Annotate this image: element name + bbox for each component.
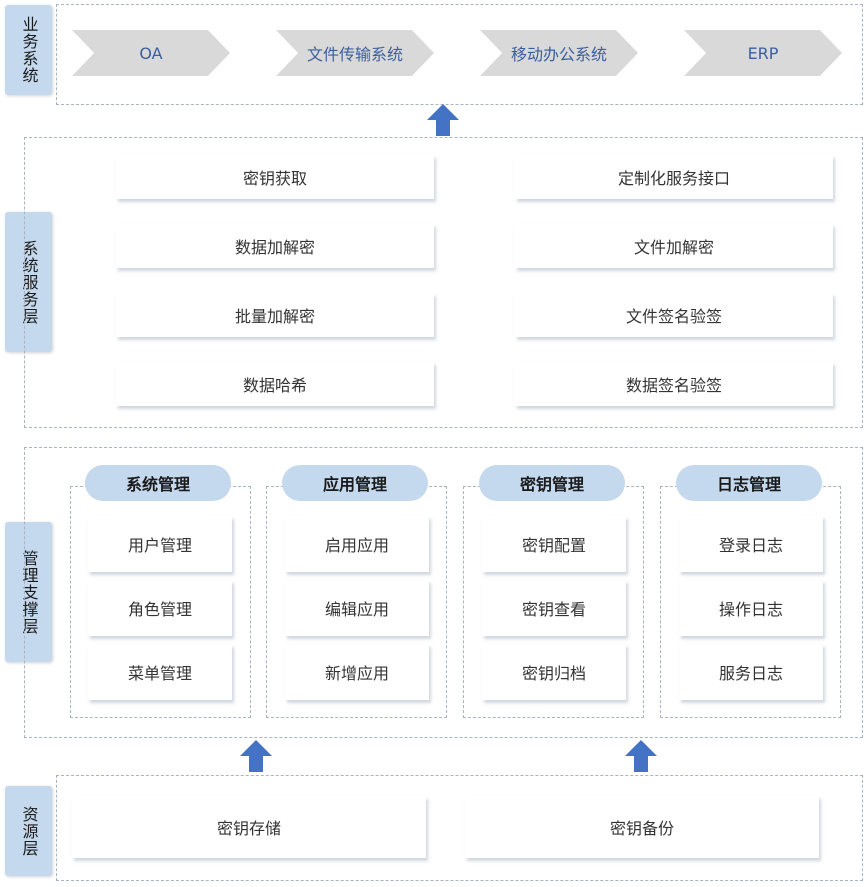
service-custom-interface: 定制化服务接口 xyxy=(515,155,833,199)
business-system-label: OA xyxy=(139,43,163,63)
resource-label: 密钥备份 xyxy=(609,819,674,838)
service-item-label: 定制化服务接口 xyxy=(617,169,730,188)
mgmt-app-enable: 启用应用 xyxy=(285,516,429,572)
business-system-label: 文件传输系统 xyxy=(306,45,403,64)
mgmt-item-label: 服务日志 xyxy=(718,664,783,683)
mgmt-log-service: 服务日志 xyxy=(679,644,823,700)
up-arrow-icon xyxy=(240,740,272,772)
group-title-application: 应用管理 xyxy=(282,465,428,501)
business-system-oa: OA xyxy=(72,30,230,76)
group-title-label: 密钥管理 xyxy=(519,475,584,494)
mgmt-item-label: 登录日志 xyxy=(718,536,783,555)
group-title-label: 应用管理 xyxy=(322,475,387,494)
mgmt-key-config: 密钥配置 xyxy=(482,516,626,572)
service-batch-encrypt: 批量加解密 xyxy=(116,293,434,337)
mgmt-role: 角色管理 xyxy=(88,580,232,636)
business-system-mobile-office: 移动办公系统 xyxy=(480,30,638,76)
service-file-encrypt: 文件加解密 xyxy=(515,224,833,268)
mgmt-item-label: 编辑应用 xyxy=(324,600,389,619)
group-title-system: 系统管理 xyxy=(85,465,231,501)
resource-label: 密钥存储 xyxy=(216,819,281,838)
mgmt-app-edit: 编辑应用 xyxy=(285,580,429,636)
service-item-label: 数据哈希 xyxy=(242,376,307,395)
service-data-hash: 数据哈希 xyxy=(116,362,434,406)
mgmt-item-label: 密钥查看 xyxy=(521,600,586,619)
service-file-signature: 文件签名验签 xyxy=(515,293,833,337)
layer-label-management: 管理支撑层 xyxy=(5,522,52,662)
mgmt-item-label: 密钥配置 xyxy=(521,536,586,555)
mgmt-item-label: 操作日志 xyxy=(718,600,783,619)
layer-label-resource-text: 资源层 xyxy=(19,805,39,857)
up-arrow-icon xyxy=(427,104,459,136)
mgmt-key-archive: 密钥归档 xyxy=(482,644,626,700)
business-layer-box xyxy=(56,4,863,105)
service-item-label: 文件签名验签 xyxy=(625,307,722,326)
service-data-signature: 数据签名验签 xyxy=(515,362,833,406)
service-item-label: 批量加解密 xyxy=(234,307,315,326)
resource-key-storage: 密钥存储 xyxy=(72,796,426,858)
mgmt-key-view: 密钥查看 xyxy=(482,580,626,636)
service-item-label: 数据签名验签 xyxy=(625,376,722,395)
service-layer-box xyxy=(24,137,863,428)
resource-layer-box xyxy=(56,775,863,881)
service-item-label: 数据加解密 xyxy=(234,238,315,257)
service-item-label: 密钥获取 xyxy=(242,169,307,188)
up-arrow-icon xyxy=(625,740,657,772)
business-system-label: 移动办公系统 xyxy=(510,45,607,64)
service-key-acquire: 密钥获取 xyxy=(116,155,434,199)
mgmt-item-label: 新增应用 xyxy=(324,664,389,683)
group-title-key: 密钥管理 xyxy=(479,465,625,501)
mgmt-item-label: 用户管理 xyxy=(127,536,192,555)
mgmt-log-login: 登录日志 xyxy=(679,516,823,572)
mgmt-user: 用户管理 xyxy=(88,516,232,572)
layer-label-resource: 资源层 xyxy=(5,786,52,876)
service-item-label: 文件加解密 xyxy=(633,238,714,257)
business-system-label: ERP xyxy=(747,43,779,63)
group-title-label: 系统管理 xyxy=(125,475,190,494)
management-layer-box xyxy=(24,447,863,738)
mgmt-item-label: 启用应用 xyxy=(324,536,389,555)
group-title-log: 日志管理 xyxy=(676,465,822,501)
group-title-label: 日志管理 xyxy=(716,475,781,494)
service-data-encrypt: 数据加解密 xyxy=(116,224,434,268)
layer-label-business-text: 业务系统 xyxy=(19,16,39,84)
mgmt-item-label: 密钥归档 xyxy=(521,664,586,683)
mgmt-app-add: 新增应用 xyxy=(285,644,429,700)
layer-label-business: 业务系统 xyxy=(5,5,52,95)
resource-key-backup: 密钥备份 xyxy=(465,796,819,858)
mgmt-item-label: 角色管理 xyxy=(127,600,192,619)
business-system-file-transfer: 文件传输系统 xyxy=(276,30,434,76)
business-system-erp: ERP xyxy=(684,30,842,76)
mgmt-log-operation: 操作日志 xyxy=(679,580,823,636)
mgmt-menu: 菜单管理 xyxy=(88,644,232,700)
mgmt-item-label: 菜单管理 xyxy=(127,664,192,683)
